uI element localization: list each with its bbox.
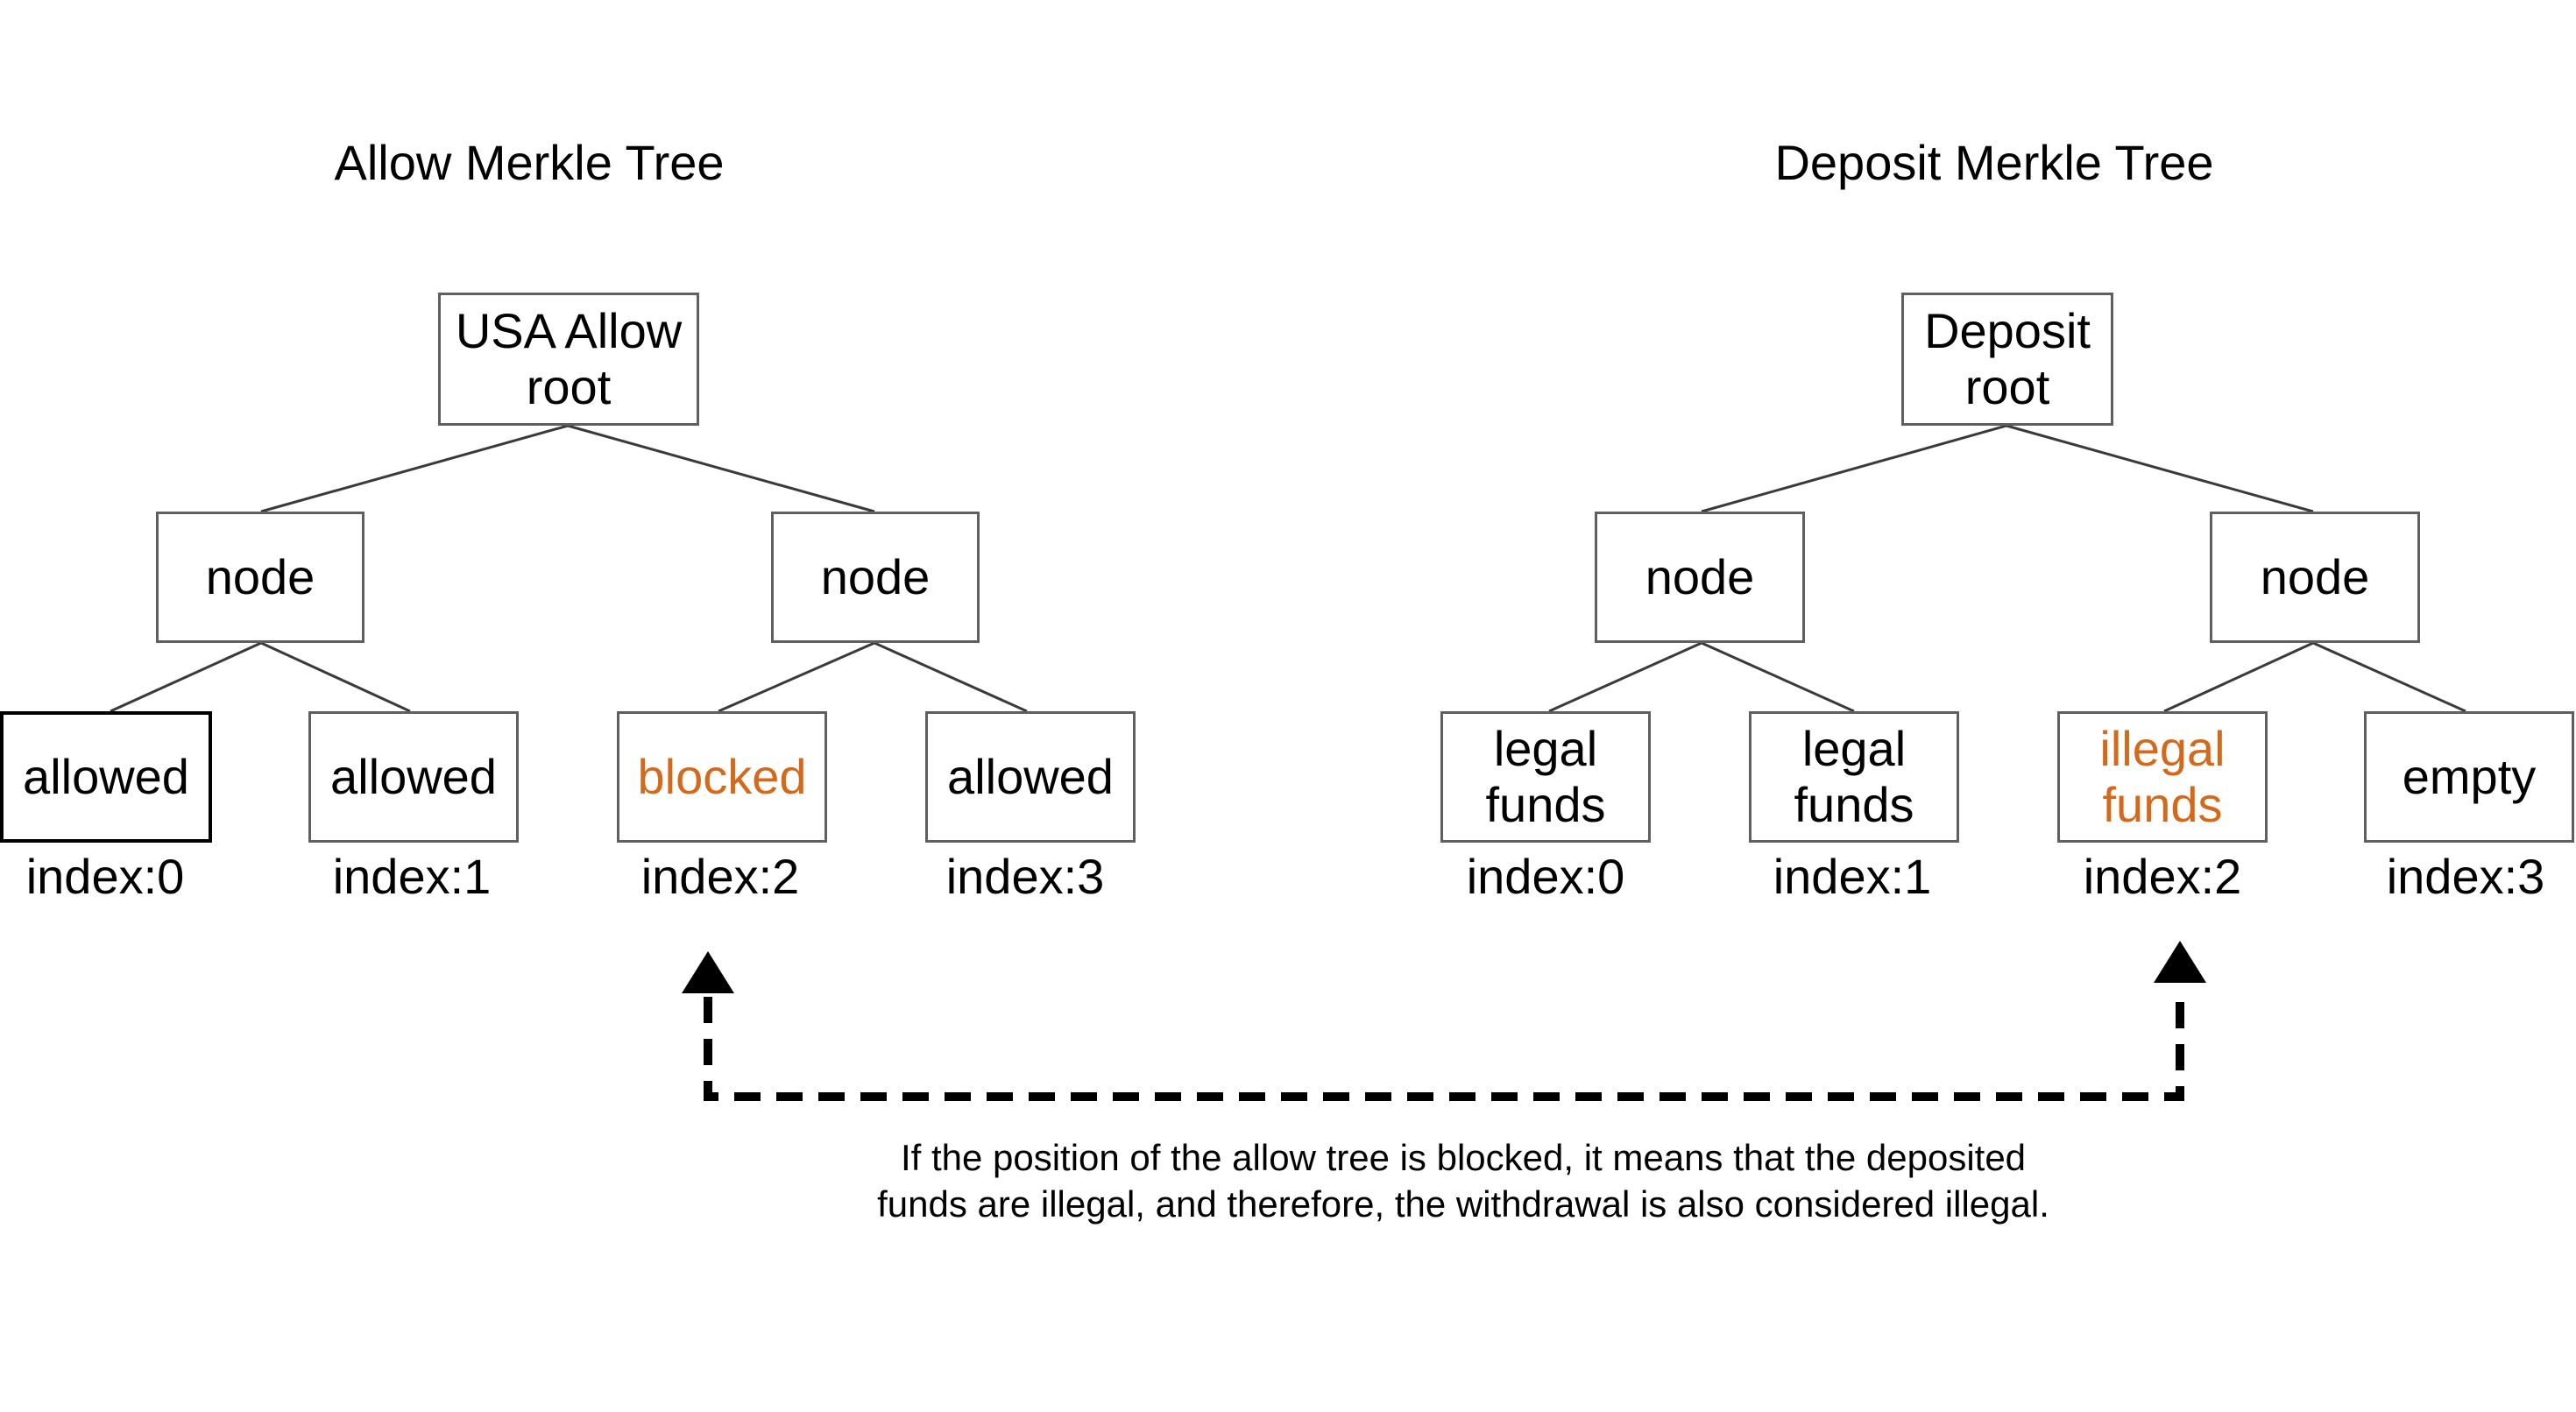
edge-deposit-node-right-leaf3 xyxy=(2312,641,2466,713)
edge-allow-root-node-left xyxy=(260,424,569,513)
edge-deposit-root-node-right xyxy=(2006,424,2314,513)
deposit-leaf-1: legal funds xyxy=(1749,711,1959,843)
deposit-leaf-3-label: empty xyxy=(2402,748,2537,804)
deposit-leaf-0: legal funds xyxy=(1440,711,1651,843)
allow-leaf-1: allowed xyxy=(308,711,519,843)
deposit-leaf-1-label-line2: funds xyxy=(1794,777,1914,832)
deposit-leaf-2-index: index:2 xyxy=(2083,849,2242,904)
edge-deposit-node-left-leaf1 xyxy=(1701,641,1855,713)
deposit-leaf-0-label-line2: funds xyxy=(1485,777,1606,832)
arrowhead-right xyxy=(2154,941,2206,983)
allow-leaf-0-label: allowed xyxy=(23,748,189,804)
deposit-leaf-2-label-line2: funds xyxy=(2102,777,2223,832)
allow-node-right: node xyxy=(771,512,980,643)
allow-root-label-line1: USA Allow xyxy=(455,302,683,358)
edge-deposit-node-right-leaf2 xyxy=(2163,641,2314,713)
allow-leaf-2-index: index:2 xyxy=(640,849,800,904)
edge-deposit-root-node-left xyxy=(1701,424,2007,513)
deposit-root-label-line1: Deposit xyxy=(1924,302,2091,358)
deposit-leaf-1-index: index:1 xyxy=(1773,849,1932,904)
allow-leaf-3-index: index:3 xyxy=(945,849,1105,904)
allow-root-node: USA Allow root xyxy=(438,293,699,426)
allow-tree-title: Allow Merkle Tree xyxy=(334,135,725,190)
deposit-leaf-3-index: index:3 xyxy=(2386,849,2545,904)
arrowhead-left xyxy=(682,951,734,993)
deposit-leaf-1-label-line1: legal xyxy=(1801,720,1907,776)
allow-leaf-2-blocked: blocked xyxy=(617,711,827,843)
edge-allow-root-node-right xyxy=(567,424,875,513)
edge-allow-node-right-leaf2 xyxy=(718,641,875,713)
allow-leaf-3: allowed xyxy=(925,711,1136,843)
allow-tree-edges xyxy=(110,424,1028,713)
deposit-node-right: node xyxy=(2210,512,2420,643)
edge-allow-node-right-leaf3 xyxy=(874,641,1028,713)
allow-leaf-0-index: index:0 xyxy=(25,849,185,904)
edge-deposit-node-left-leaf0 xyxy=(1548,641,1702,713)
allow-leaf-0: allowed xyxy=(0,711,212,843)
deposit-node-left: node xyxy=(1595,512,1805,643)
deposit-leaf-3: empty xyxy=(2364,711,2574,843)
dashed-connector xyxy=(704,986,2184,1101)
deposit-leaf-2-illegal: illegal funds xyxy=(2057,711,2268,843)
explanation-note: If the position of the allow tree is blo… xyxy=(877,1137,2049,1225)
deposit-root-label-line2: root xyxy=(1964,359,2050,414)
edge-allow-node-left-leaf1 xyxy=(260,641,411,713)
deposit-leaf-0-index: index:0 xyxy=(1466,849,1625,904)
allow-leaf-1-label: allowed xyxy=(330,748,497,804)
deposit-tree-edges xyxy=(1548,424,2466,713)
edge-allow-node-left-leaf0 xyxy=(110,641,262,713)
allow-root-label-line2: root xyxy=(526,359,612,414)
bidirectional-dashed-arrow xyxy=(682,941,2206,1101)
allow-leaf-3-label: allowed xyxy=(947,748,1114,804)
deposit-root-node: Deposit root xyxy=(1901,293,2113,426)
allow-leaf-1-index: index:1 xyxy=(332,849,492,904)
deposit-tree-title: Deposit Merkle Tree xyxy=(1774,135,2214,190)
allow-node-left: node xyxy=(156,512,364,643)
deposit-leaf-0-label-line1: legal xyxy=(1493,720,1598,776)
deposit-leaf-2-label-line1: illegal xyxy=(2099,720,2226,776)
allow-leaf-2-label: blocked xyxy=(637,748,807,804)
